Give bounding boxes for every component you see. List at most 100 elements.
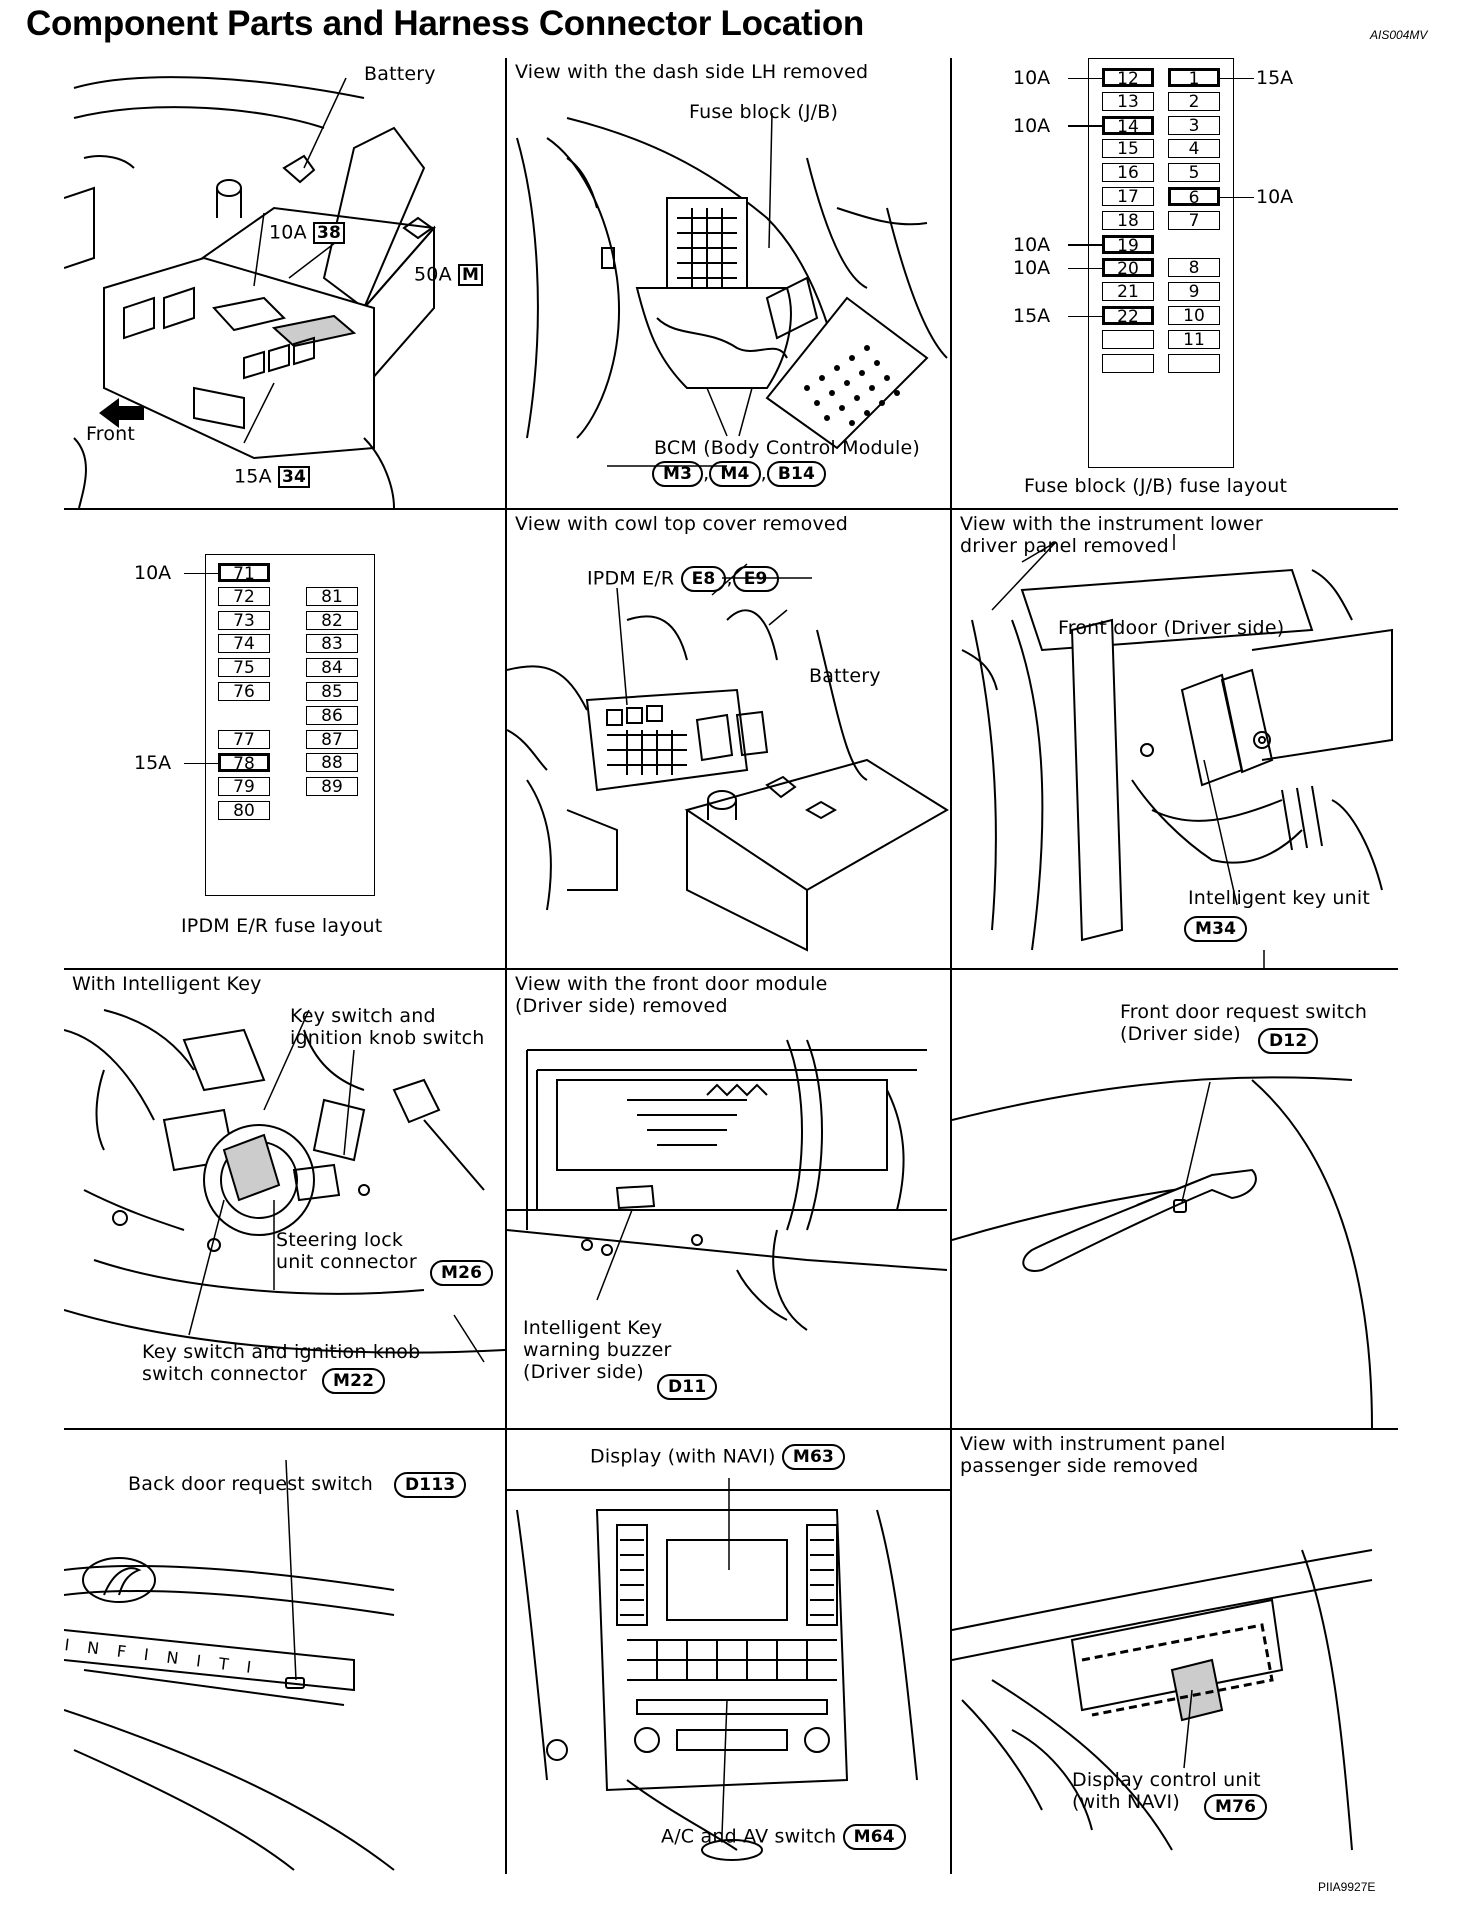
fuse-slot: 21 [1102, 282, 1154, 302]
fuse-slot: 12 [1102, 68, 1154, 88]
fuse38-label: 10A 38 [269, 221, 346, 244]
panel-bcm: View with the dash side LH removed Fuse … [507, 58, 950, 508]
fuse-block-frame [1088, 58, 1234, 468]
key-unit-connector: M34 [1184, 916, 1248, 942]
key-unit-illustration [961, 534, 1393, 968]
connector-m34: M34 [1184, 916, 1248, 942]
back-door-switch-connector: D113 [394, 1472, 467, 1498]
view-label: View with instrument panel passenger sid… [960, 1433, 1226, 1477]
display-label: Display (with NAVI) M63 [590, 1444, 846, 1470]
bcm-connectors: M3,M4,B14 [652, 461, 827, 487]
fuse-slot [1102, 329, 1154, 349]
grid-line [64, 1428, 1398, 1430]
fuse-slot: 80 [218, 801, 270, 821]
fuse-amperage: 10A [1013, 257, 1051, 280]
buzzer-illustration [507, 1039, 948, 1331]
fuse-slot: 74 [218, 634, 270, 654]
panel-front-door-switch: Front door request switch (Driver side) … [952, 970, 1398, 1428]
fuse-slot: 86 [306, 705, 358, 725]
switch-label: A/C and AV switch M64 [661, 1824, 906, 1850]
fuse-slot: 18 [1102, 210, 1154, 230]
back-door-switch-label: Back door request switch [128, 1473, 374, 1495]
fuse-slot [1102, 353, 1154, 373]
fuse-leader-line [1068, 315, 1102, 317]
fuse-slot: 8 [1168, 258, 1220, 278]
fuse-slot: 7 [1168, 210, 1220, 230]
buzzer-connector: D11 [657, 1374, 718, 1400]
front-door-illustration [952, 1076, 1373, 1428]
front-label: Front [86, 423, 136, 445]
fuse-slot: 4 [1168, 139, 1220, 159]
connector-m22: M22 [322, 1368, 386, 1394]
key-switch-label: Key switch and ignition knob switch [290, 1005, 485, 1049]
fuse-leader-line [1068, 125, 1102, 127]
fuse-slot: 6 [1168, 187, 1220, 207]
connector-m3: M3 [652, 461, 704, 487]
panel-intelligent-key-unit: View with the instrument lower driver pa… [952, 510, 1398, 968]
connector-e8: E8 [680, 566, 727, 592]
steering-lock-connector: M26 [430, 1260, 494, 1286]
fuse-leader-line [1220, 196, 1254, 198]
battery-label: Battery [809, 665, 881, 687]
panel-display: Display (with NAVI) M63 A/C and AV switc… [507, 1430, 950, 1874]
key-switch-connector: M22 [322, 1368, 386, 1394]
battery-label: Battery [364, 63, 436, 85]
front-door-switch-label: Front door request switch (Driver side) [1120, 1001, 1368, 1045]
fuse-slot: 76 [218, 682, 270, 702]
fuse-slot: 73 [218, 610, 270, 630]
fuse-slot: 5 [1168, 163, 1220, 183]
connector-d12: D12 [1258, 1028, 1319, 1054]
fuse-amperage: 15A [1013, 305, 1051, 327]
fuse-slot: 10 [1168, 306, 1220, 326]
fuse-slot: 89 [306, 777, 358, 797]
fuse-slot: 17 [1102, 187, 1154, 207]
connector-m26: M26 [430, 1260, 494, 1286]
connector-d113: D113 [394, 1472, 467, 1498]
fuse-slot: 3 [1168, 115, 1220, 135]
connector-m4: M4 [709, 461, 761, 487]
fuse-slot: 14 [1102, 115, 1154, 135]
panel-ipdm: View with cowl top cover removed IPDM E/… [507, 510, 950, 968]
panel-back-door-switch: INFINITI Back door request switch D113 [64, 1430, 505, 1874]
bcm-label: BCM (Body Control Module) [654, 437, 921, 459]
fuse-slot: 84 [306, 658, 358, 678]
fuse34-number: 34 [278, 466, 311, 488]
back-door-illustration: INFINITI [64, 1459, 395, 1871]
fuse-slot: 15 [1102, 139, 1154, 159]
fuseM-label: 50A M [414, 264, 484, 286]
fuse-block-label: Fuse block (J/B) [689, 101, 839, 123]
fuse-leader-line [184, 572, 218, 574]
display-illustration [507, 1478, 950, 1861]
fuse-slot: 71 [218, 563, 270, 583]
panel-key-switch: With Intelligent Key Key switch and igni… [64, 970, 505, 1428]
fuse-amperage: 10A [1256, 186, 1294, 208]
battery-illustration [64, 76, 436, 508]
bcm-illustration [516, 112, 948, 467]
fuse-slot: 87 [306, 729, 358, 749]
fuseM-letter: M [458, 264, 484, 286]
fuse-slot: 13 [1102, 91, 1154, 111]
fuse-amperage: 15A [134, 752, 172, 775]
display-name: Display (with NAVI) [590, 1445, 776, 1468]
fuse34-label: 15A 34 [234, 466, 311, 488]
fuse38-amp: 10A [269, 221, 307, 244]
fuse-amperage: 10A [1013, 67, 1051, 89]
fuse-amperage: 15A [1256, 67, 1294, 89]
panel-warning-buzzer: View with the front door module (Driver … [507, 970, 950, 1428]
fuse-amperage: 10A [1013, 233, 1051, 256]
fuse-leader-line [1220, 77, 1254, 79]
fuse-leader-line [1068, 244, 1102, 246]
fuse38-number: 38 [313, 222, 346, 244]
fuse-slot: 19 [1102, 234, 1154, 254]
panel-battery: Battery 10A 38 50A M 15A 34 Front [64, 58, 505, 508]
front-door-label: Front door (Driver side) [1058, 617, 1285, 639]
steering-lock-label: Steering lock unit connector [276, 1229, 417, 1273]
connector-b14: B14 [766, 461, 827, 487]
grid-line [64, 508, 1398, 510]
grid-line [64, 968, 1398, 970]
fuse-leader-line [1068, 267, 1102, 270]
fuse-slot: 78 [218, 753, 270, 773]
fuse-slot: 16 [1102, 163, 1154, 183]
fuse-slot: 75 [218, 658, 270, 678]
